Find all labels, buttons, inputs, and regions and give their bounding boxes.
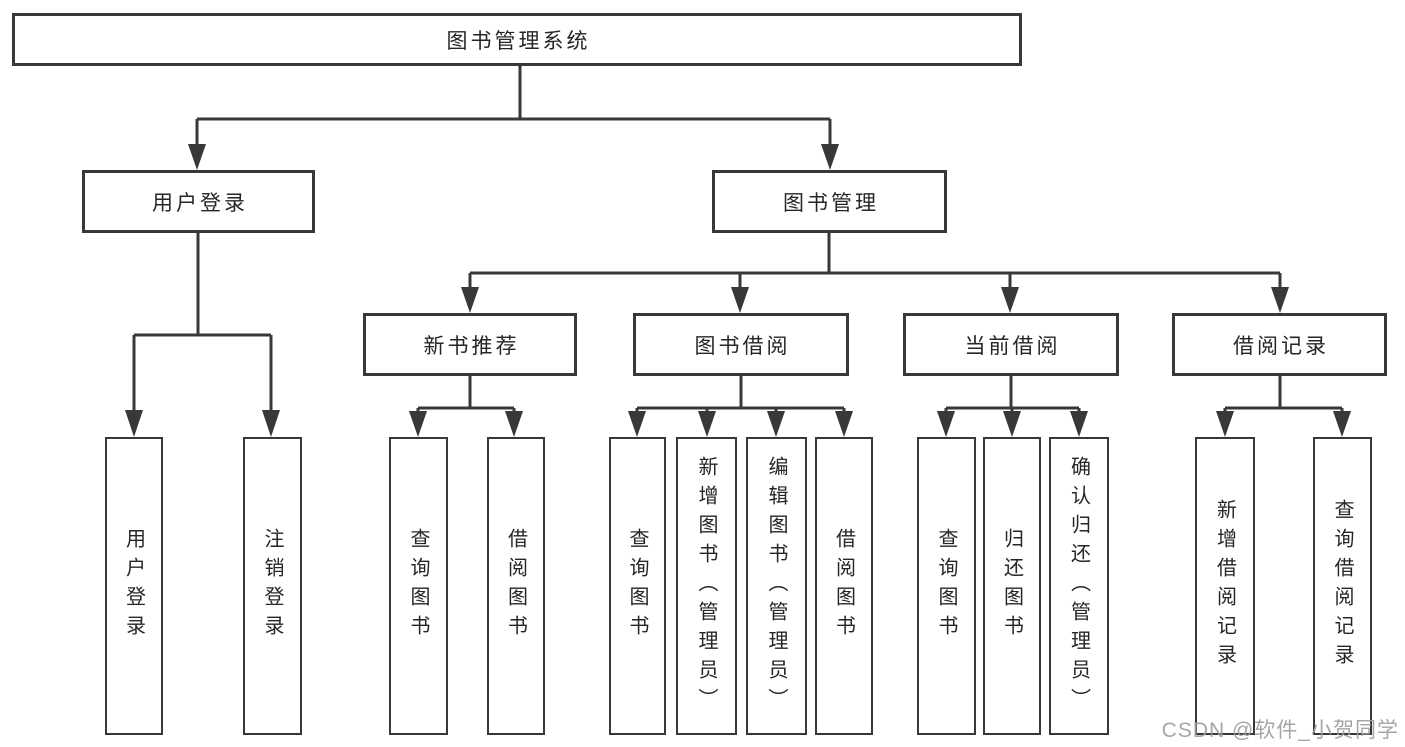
- leaf-records-query-record: 查询借阅记录: [1313, 437, 1372, 735]
- arrowhead-user-login: [188, 144, 206, 170]
- leaf-borrow-query-book-label: 查询图书: [626, 528, 648, 644]
- leaf-current-return-book-label: 归还图书: [1000, 528, 1023, 644]
- connector-new-book-recommend-trunk: [418, 376, 514, 410]
- node-book-borrow: 图书借阅: [633, 313, 849, 376]
- leaf-records-add-record: 新增借阅记录: [1195, 437, 1255, 735]
- node-book-management: 图书管理: [712, 170, 947, 233]
- leaf-current-confirm-return-admin: 确认归还（管理员）: [1049, 437, 1109, 735]
- node-root-system: 图书管理系统: [12, 13, 1022, 66]
- leaf-newrec-borrow-book: 借阅图书: [487, 437, 545, 735]
- leaf-user-login: 用户登录: [105, 437, 163, 735]
- arrowhead-book-management: [821, 144, 839, 170]
- arrowhead-book-borrow: [731, 287, 749, 313]
- connector-book-management-trunk: [470, 233, 1280, 275]
- leaf-borrow-add-book-admin: 新增图书（管理员）: [676, 437, 737, 735]
- arrowhead-new-book-recommend: [461, 287, 479, 313]
- csdn-watermark: CSDN @软件_小贺同学: [1161, 719, 1399, 742]
- leaf-newrec-borrow-book-label: 借阅图书: [504, 528, 527, 644]
- node-user-login-label: 用户登录: [152, 191, 248, 215]
- node-user-login: 用户登录: [82, 170, 315, 233]
- leaf-borrow-add-book-admin-label: 新增图书（管理员）: [695, 455, 717, 717]
- leaf-logout: 注销登录: [243, 437, 302, 735]
- leaf-current-query-book-label: 查询图书: [935, 528, 957, 644]
- node-root-system-label: 图书管理系统: [446, 29, 591, 53]
- leaf-borrow-borrow-book-label: 借阅图书: [832, 528, 855, 644]
- leaf-user-login-label: 用户登录: [122, 528, 145, 644]
- node-book-borrow-label: 图书借阅: [694, 334, 791, 358]
- node-current-borrow-label: 当前借阅: [964, 334, 1061, 358]
- connector-borrow-records-trunk: [1225, 376, 1342, 410]
- arrowhead-borrow-records: [1271, 287, 1289, 313]
- node-borrow-records-label: 借阅记录: [1233, 334, 1329, 358]
- node-new-book-recommend-label: 新书推荐: [423, 334, 520, 358]
- leaf-borrow-edit-book-admin-label: 编辑图书（管理员）: [765, 455, 787, 717]
- leaf-records-add-record-label: 新增借阅记录: [1213, 499, 1236, 673]
- leaf-logout-label: 注销登录: [261, 528, 283, 644]
- leaf-current-return-book: 归还图书: [983, 437, 1041, 735]
- node-new-book-recommend: 新书推荐: [363, 313, 577, 376]
- arrowhead-current-borrow: [1001, 287, 1019, 313]
- leaf-current-confirm-return-admin-label: 确认归还（管理员）: [1067, 455, 1090, 717]
- node-current-borrow: 当前借阅: [903, 313, 1119, 376]
- leaf-borrow-edit-book-admin: 编辑图书（管理员）: [746, 437, 807, 735]
- leaf-newrec-query-book: 查询图书: [389, 437, 448, 735]
- leaf-borrow-query-book: 查询图书: [609, 437, 666, 735]
- node-borrow-records: 借阅记录: [1172, 313, 1387, 376]
- leaf-records-query-record-label: 查询借阅记录: [1331, 499, 1353, 673]
- leaf-borrow-borrow-book: 借阅图书: [815, 437, 873, 735]
- connector-book-borrow-trunk: [637, 376, 844, 410]
- node-book-management-label: 图书管理: [783, 191, 879, 215]
- connector-root-trunk: [197, 66, 830, 121]
- connector-user-login-trunk: [134, 233, 271, 337]
- leaf-newrec-query-book-label: 查询图书: [407, 528, 429, 644]
- arrowhead-leaf-logout: [262, 410, 280, 437]
- connector-current-borrow-trunk: [946, 376, 1079, 410]
- arrowhead-leaf-user-login: [125, 410, 143, 437]
- leaf-current-query-book: 查询图书: [917, 437, 976, 735]
